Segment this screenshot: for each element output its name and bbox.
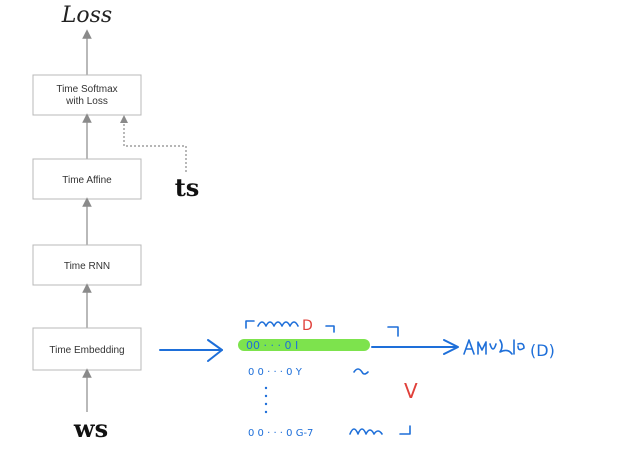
loss-label: Loss [61, 3, 112, 28]
ink-vdot-4 [264, 410, 268, 414]
ink-vdot-2 [264, 394, 268, 398]
ts-label: ts [175, 173, 200, 202]
node-embedding-label: Time Embedding [49, 345, 124, 356]
ink-scribble-row2 [353, 368, 369, 375]
ink-bracket-bottom [399, 425, 411, 435]
node-time-embedding [32, 327, 142, 371]
ink-bracket-top-right [387, 326, 399, 337]
ink-green-highlight [238, 339, 370, 351]
ink-vdot-1 [264, 386, 268, 390]
arrow-ts-to-softmax [123, 119, 187, 172]
ink-bracket-top-mid [325, 325, 335, 333]
node-softmax-label-1: Time Softmax [56, 84, 117, 95]
node-rnn-label: Time RNN [64, 261, 110, 272]
ink-vdot-3 [264, 402, 268, 406]
ink-dots-row1: 00 · · · 0 I [246, 339, 298, 352]
ink-dots-row2: 0 0 · · · 0 Y [248, 367, 303, 378]
ink-arrow-head [207, 339, 223, 362]
ink-v-label: V [404, 379, 418, 403]
node-time-affine [32, 158, 142, 200]
ink-dots-row3: 0 0 · · · 0 G-7 [248, 428, 313, 439]
arrow-ts-head [120, 115, 128, 123]
ink-dim-label: D [302, 318, 313, 334]
ink-bracket-top-left [245, 320, 255, 329]
node-softmax-label-2: with Loss [65, 96, 108, 107]
ink-scribble-top [257, 321, 299, 327]
node-time-softmax-with-loss [32, 74, 142, 116]
node-affine-label: Time Affine [62, 175, 112, 186]
ink-scribble-row3 [349, 428, 383, 435]
ink-result-label: (D) [530, 341, 555, 360]
ink-scribble-result [463, 339, 525, 355]
ink-arrow2-head [443, 339, 459, 355]
ws-label: ws [73, 414, 108, 443]
